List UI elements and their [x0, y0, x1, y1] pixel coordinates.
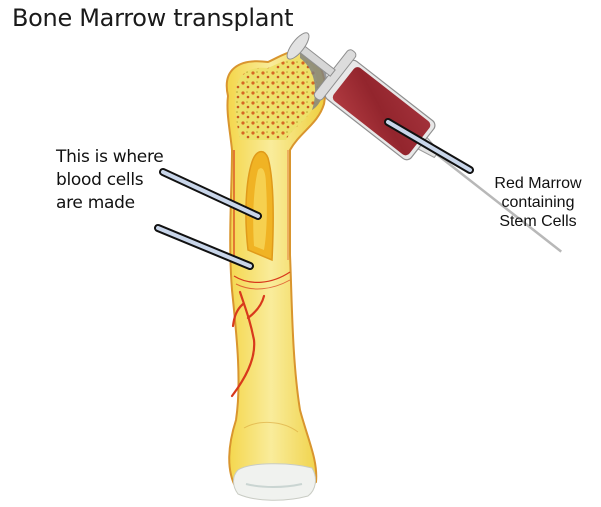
- arrow-blood-cells-lower: [154, 224, 254, 270]
- label-line: Red Marrow: [494, 175, 582, 192]
- label-line: Stem Cells: [499, 213, 577, 230]
- blood-vessel: [230, 290, 266, 398]
- femur-bone: [225, 49, 327, 501]
- label-red-marrow: Red Marrow containing Stem Cells: [478, 174, 598, 231]
- label-line: blood cells: [56, 170, 144, 190]
- page-title: Bone Marrow transplant: [12, 4, 294, 32]
- label-line: This is where: [56, 147, 164, 167]
- arrow-red-marrow: [384, 118, 474, 174]
- needle: [432, 150, 563, 253]
- label-line: containing: [501, 194, 575, 211]
- arrow-blood-cells-upper: [159, 168, 262, 220]
- label-blood-cells: This is where blood cells are made: [56, 146, 164, 215]
- label-line: are made: [56, 193, 135, 213]
